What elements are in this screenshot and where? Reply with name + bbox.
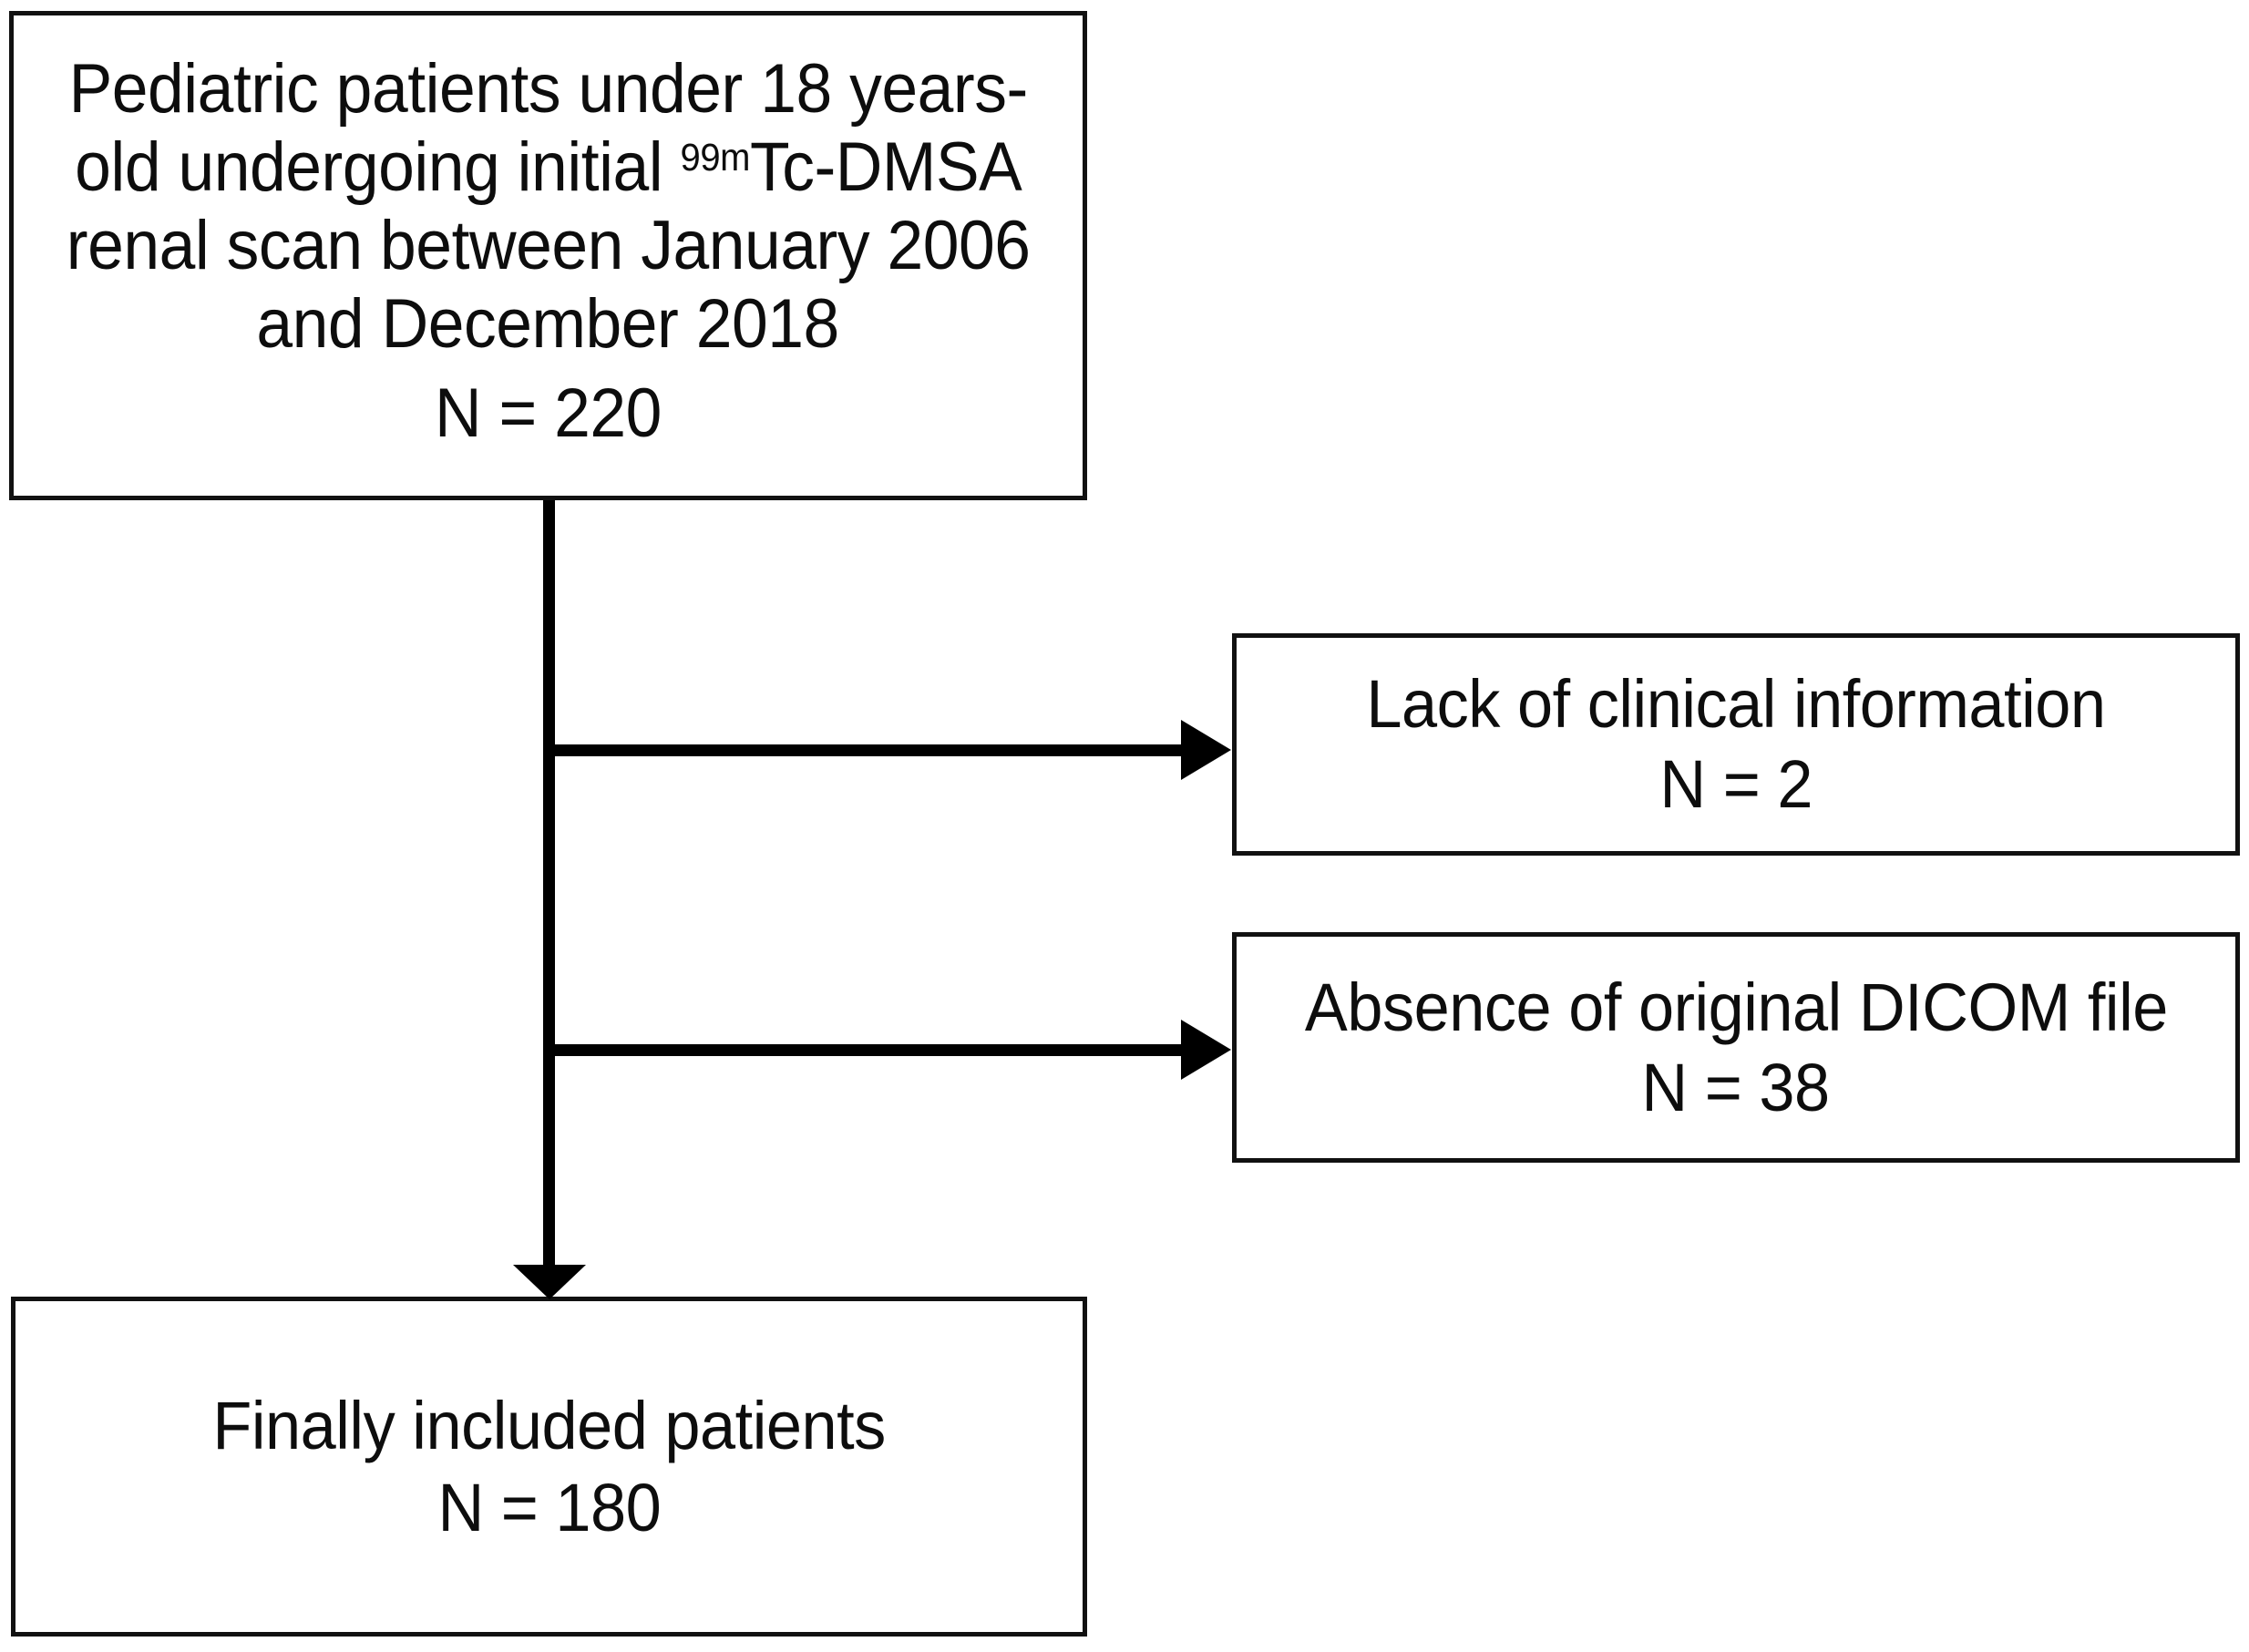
exclusion-2-count: N = 38 <box>1641 1049 1831 1125</box>
exclusion-2-reason: Absence of original DICOM file <box>1304 969 2168 1045</box>
exclusion-1-count: N = 2 <box>1659 746 1813 822</box>
isotope-base: Tc-DMSA <box>749 128 1022 206</box>
branch-arrow-2-head-icon <box>1181 1020 1231 1080</box>
source-line-2-text: old undergoing initial <box>74 128 681 206</box>
trunk-arrow-head-icon <box>513 1265 586 1299</box>
source-line-1: Pediatric patients under 18 years- <box>68 50 1028 128</box>
exclusion-absence-of-dicom-box: Absence of original DICOM file N = 38 <box>1232 932 2240 1163</box>
source-population-box: Pediatric patients under 18 years- old u… <box>9 11 1087 500</box>
trunk-arrow-line <box>543 500 555 1270</box>
branch-arrow-1-line <box>543 744 1181 756</box>
exclusion-1-reason: Lack of clinical information <box>1366 666 2106 742</box>
source-count: N = 220 <box>435 375 662 452</box>
source-line-2: old undergoing initial 99mTc-DMSA <box>75 128 1022 207</box>
exclusion-lack-of-clinical-information-box: Lack of clinical information N = 2 <box>1232 633 2240 856</box>
branch-arrow-2-line <box>543 1044 1181 1056</box>
source-line-3: renal scan between January 2006 <box>66 207 1031 284</box>
source-line-4: and December 2018 <box>256 285 840 363</box>
final-cohort-count: N = 180 <box>437 1469 661 1545</box>
branch-arrow-1-head-icon <box>1181 720 1231 780</box>
isotope-superscript: 99m <box>680 135 750 180</box>
final-cohort-title: Finally included patients <box>212 1387 886 1463</box>
final-cohort-box: Finally included patients N = 180 <box>11 1297 1087 1637</box>
